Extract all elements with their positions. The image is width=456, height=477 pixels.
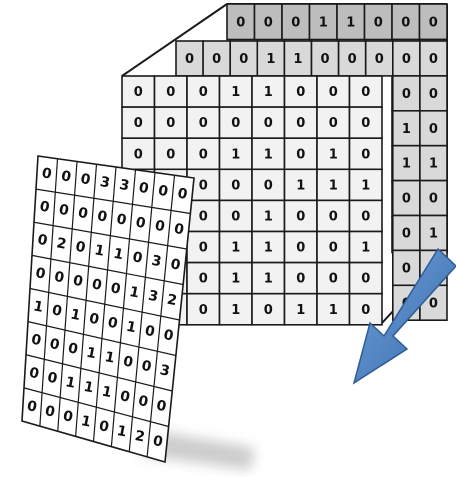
cube-middle-layer-digit: 1 (429, 157, 438, 172)
cube-front-layer-digit: 1 (231, 272, 240, 287)
cube-front-layer-digit: 1 (264, 147, 273, 162)
cube-front-layer-digit: 1 (231, 303, 240, 318)
cube-front-layer-digit: 0 (166, 147, 175, 162)
cube-front-layer-digit: 1 (329, 178, 338, 193)
cube-front-layer-digit: 0 (264, 303, 273, 318)
cube-front-layer-digit: 1 (231, 241, 240, 256)
cube-front-layer-digit: 0 (296, 209, 305, 224)
cube-front-layer-digit: 0 (199, 85, 208, 100)
cube-front-layer-digit: 1 (329, 147, 338, 162)
cube-middle-layer-digit: 1 (402, 122, 411, 137)
cube-front-layer-digit: 0 (361, 85, 370, 100)
cube-middle-layer-digit: 0 (375, 52, 384, 67)
cube-middle-layer-digit: 0 (402, 192, 411, 207)
cube-front-layer-digit: 1 (296, 303, 305, 318)
cube-front-layer-digit: 1 (329, 303, 338, 318)
cube-front-layer-digit: 0 (199, 272, 208, 287)
cube-middle-layer-digit: 0 (212, 52, 221, 67)
cube-front-layer-digit: 0 (134, 85, 143, 100)
cube-front-layer-digit: 1 (361, 241, 370, 256)
cube-middle-layer-digit: 0 (429, 296, 438, 311)
cube-middle-layer-digit: 0 (239, 52, 248, 67)
cube-front-layer-digit: 1 (231, 147, 240, 162)
cube-back-layer-digit: 1 (346, 15, 355, 30)
cube-front-layer-digit: 0 (296, 85, 305, 100)
cube-front-layer-digit: 0 (296, 116, 305, 131)
cube-middle-layer-digit: 0 (429, 122, 438, 137)
cube-front-layer-digit: 1 (296, 178, 305, 193)
cube-front-layer-digit: 0 (199, 241, 208, 256)
cube-front-layer-digit: 0 (361, 147, 370, 162)
cube-middle-layer-digit: 0 (402, 226, 411, 241)
cube-front-layer-digit: 0 (199, 209, 208, 224)
cube-middle-layer-digit: 1 (266, 52, 275, 67)
cube-middle-layer-digit: 0 (348, 52, 357, 67)
cube-front-layer-digit: 0 (329, 241, 338, 256)
cube-front-layer-digit: 0 (231, 178, 240, 193)
cube-front-layer-digit: 1 (361, 178, 370, 193)
cube-front-layer-digit: 0 (264, 178, 273, 193)
cube-back-layer-digit: 1 (319, 15, 328, 30)
cube-back-layer-digit: 0 (291, 15, 300, 30)
cube-middle-layer-digit: 0 (429, 192, 438, 207)
cube-back-layer-digit: 0 (236, 15, 245, 30)
cube-front-layer-digit: 0 (296, 272, 305, 287)
cube-middle-layer-digit: 0 (321, 52, 330, 67)
cube-front-layer-digit: 0 (329, 85, 338, 100)
cube-middle-layer-digit: 1 (293, 52, 302, 67)
cube-front-layer-digit: 1 (264, 209, 273, 224)
cube-middle-layer-digit: 0 (429, 87, 438, 102)
cube-middle-layer-digit: 0 (185, 52, 194, 67)
cube-back-layer-digit: 0 (264, 15, 273, 30)
cube-front-layer-digit: 0 (199, 116, 208, 131)
cube-front-layer-digit: 0 (231, 209, 240, 224)
cube-front-layer-digit: 1 (264, 241, 273, 256)
cube-front-layer-digit: 0 (199, 178, 208, 193)
cube-front-layer-digit: 0 (166, 116, 175, 131)
cube-middle-layer-digit: 0 (402, 87, 411, 102)
cube-front-layer-digit: 0 (166, 85, 175, 100)
cube-back-layer-digit: 0 (374, 15, 383, 30)
cube-front-layer-digit: 0 (134, 116, 143, 131)
cube-front-layer-digit: 0 (296, 241, 305, 256)
cube-front-layer-digit: 0 (134, 147, 143, 162)
cube-front-layer-digit: 1 (264, 272, 273, 287)
cube-front-layer-digit: 0 (199, 303, 208, 318)
cube-middle-layer-digit: 0 (402, 52, 411, 67)
cube-back-layer-digit: 0 (429, 15, 438, 30)
cube-front-layer-digit: 1 (231, 85, 240, 100)
cube-front-layer-digit: 0 (361, 272, 370, 287)
cube-front-layer-digit: 0 (329, 272, 338, 287)
cube-front-layer-digit: 1 (264, 85, 273, 100)
cube-front-layer-digit: 0 (264, 116, 273, 131)
cube-front-layer-digit: 0 (296, 147, 305, 162)
cube-front-layer-digit: 0 (199, 147, 208, 162)
cube-middle-layer-digit: 0 (402, 261, 411, 276)
cube-back-layer-digit: 0 (401, 15, 410, 30)
cube-front-layer-digit: 0 (231, 116, 240, 131)
cube-front-layer-digit: 0 (329, 209, 338, 224)
cube-middle-layer-digit: 1 (402, 157, 411, 172)
cube-front-layer-digit: 0 (329, 116, 338, 131)
cube-front-layer-digit: 0 (361, 303, 370, 318)
cube-middle-layer-digit: 1 (429, 226, 438, 241)
cube-front-layer-digit: 0 (361, 116, 370, 131)
cube-front-layer-digit: 0 (361, 209, 370, 224)
cube-middle-layer-digit: 0 (429, 52, 438, 67)
